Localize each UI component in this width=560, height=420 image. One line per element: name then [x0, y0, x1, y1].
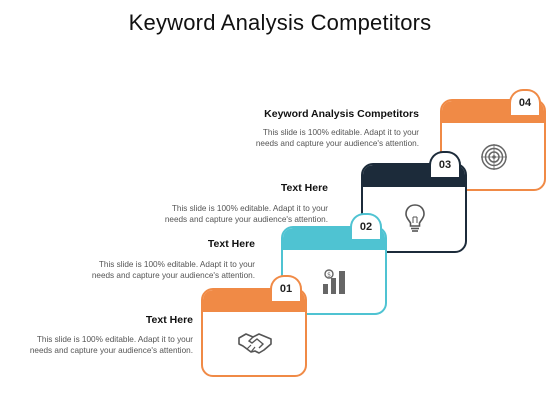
description-line: needs and capture your audience's attent… [91, 270, 255, 280]
growth-chart-icon: $ [321, 266, 349, 301]
description-line: This slide is 100% editable. Adapt it to… [171, 204, 328, 213]
handshake-icon [237, 330, 273, 361]
step-number-badge-04: 04 [509, 89, 541, 115]
step-number-badge-02: 02 [350, 213, 382, 239]
lightbulb-icon [403, 203, 427, 240]
step-description-02: This slide is 100% editable. Adapt it to… [92, 260, 255, 281]
step-number-badge-03: 03 [429, 151, 461, 177]
step-number-badge-01: 01 [270, 275, 302, 301]
description-line: needs and capture your audience's attent… [164, 214, 328, 224]
svg-text:$: $ [327, 272, 331, 279]
step-card-01 [201, 288, 307, 377]
step-description-01: This slide is 100% editable. Adapt it to… [30, 335, 193, 356]
description-line: needs and capture your audience's attent… [255, 138, 419, 148]
slide-title: Keyword Analysis Competitors [128, 10, 432, 35]
step-description-04: This slide is 100% editable. Adapt it to… [256, 128, 419, 149]
description-line: This slide is 100% editable. Adapt it to… [262, 128, 419, 137]
step-heading-04: Keyword Analysis Competitors [264, 108, 419, 120]
description-line: needs and capture your audience's attent… [29, 345, 193, 355]
step-heading-01: Text Here [145, 314, 193, 326]
target-icon [480, 143, 508, 176]
step-heading-02: Text Here [207, 238, 255, 250]
step-description-03: This slide is 100% editable. Adapt it to… [165, 204, 328, 225]
description-line: This slide is 100% editable. Adapt it to… [98, 260, 255, 269]
step-heading-03: Text Here [280, 182, 328, 194]
description-line: This slide is 100% editable. Adapt it to… [36, 335, 193, 344]
